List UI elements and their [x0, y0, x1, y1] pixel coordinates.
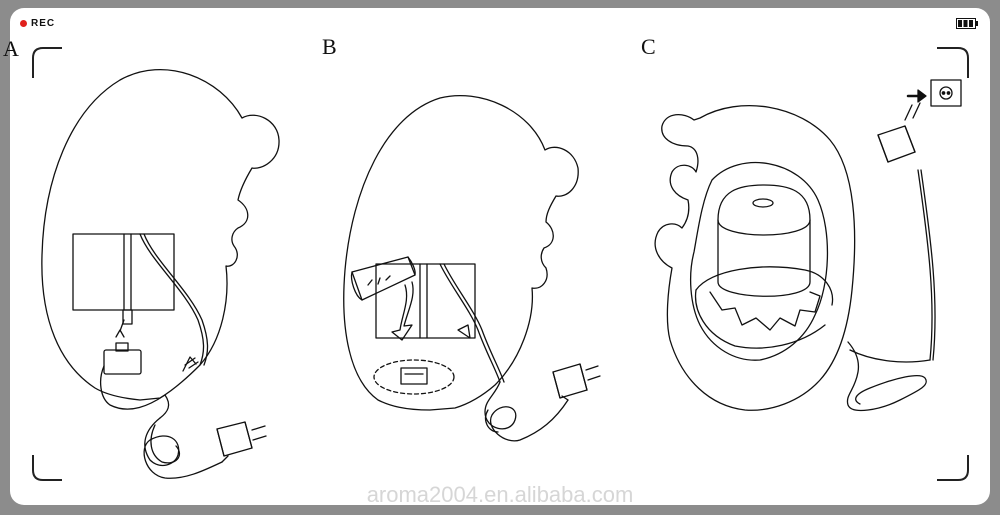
panel-label-a: A [3, 36, 19, 61]
rec-indicator: REC [20, 18, 55, 29]
panel-c-diffuser-top [717, 184, 811, 236]
watermark-text: aroma2004.en.alibaba.com [366, 482, 634, 507]
panel-b-water-pour [391, 281, 414, 341]
panel-c-diffuser-body [717, 219, 811, 297]
rec-label: REC [31, 18, 56, 29]
viewfinder-frame [10, 8, 990, 505]
panel-a-tube-end [122, 309, 133, 325]
panel-label-b: B [322, 34, 337, 59]
panel-c-inner-outline [690, 161, 829, 361]
panel-c-adapter [877, 125, 916, 163]
panel-c-crown [709, 291, 821, 331]
record-dot-icon [20, 20, 27, 27]
panel-b-illustration [343, 94, 601, 442]
panel-a-illustration [41, 69, 280, 479]
panel-b-dashed-region [373, 359, 455, 395]
panel-c-wall-socket [930, 79, 962, 107]
panel-c-illustration [654, 79, 962, 412]
panel-b-body-outline [343, 94, 579, 411]
panel-label-c: C [641, 34, 656, 59]
panel-b-cavity [375, 263, 476, 339]
panel-a-body-outline [41, 69, 280, 401]
panel-a-pump [103, 349, 142, 375]
panel-c-outer-outline [654, 105, 856, 411]
battery-icon [956, 18, 978, 29]
